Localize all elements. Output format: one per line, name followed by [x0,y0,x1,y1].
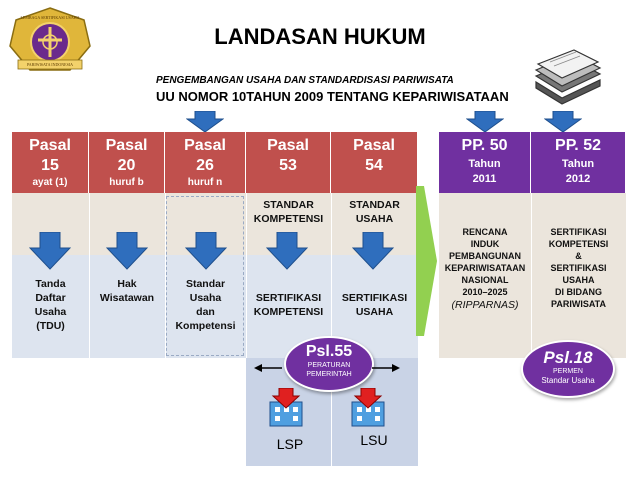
building-icon [351,388,385,427]
logo: LEMBAGA SERTIFIKASI USAHA PARIWISATA IND… [8,6,92,76]
arrow-down-icon [352,232,394,270]
document-stack-icon [530,46,604,108]
page-title: LANDASAN HUKUM [214,24,426,49]
arrow-down-icon [29,232,71,270]
logo-bottom-text: PARIWISATA INDONESIA [26,62,74,67]
divider [246,193,247,358]
arrow-down-icon [544,111,582,133]
green-arrow-icon [416,186,437,336]
logo-top-text: LEMBAGA SERTIFIKASI USAHA [20,15,80,20]
subtitle: PENGEMBANGAN USAHA DAN STANDARDISASI PAR… [156,75,454,86]
lsp-label: LSP [276,436,304,452]
arrow-down-icon [466,111,504,133]
psl55-badge: Psl.55 PERATURAN PEMERINTAH [284,336,374,392]
arrow-down-icon [185,232,227,270]
law-title: UU NOMOR 10TAHUN 2009 TENTANG KEPARIWISA… [156,89,509,104]
logo-emblem [9,7,91,71]
highlight-box [166,196,244,356]
double-arrow-icon [254,364,400,372]
divider [331,193,332,466]
lsu-label: LSU [360,432,388,448]
arrow-down-icon [266,232,308,270]
divider [165,193,166,358]
pp-panel-bg [439,193,626,358]
building-icon [269,388,303,427]
divider [89,193,90,358]
arrow-down-icon [106,232,148,270]
divider [531,193,532,358]
arrow-down-icon [186,111,224,133]
psl18-badge: Psl.18 PERMEN Standar Usaha [521,340,615,398]
